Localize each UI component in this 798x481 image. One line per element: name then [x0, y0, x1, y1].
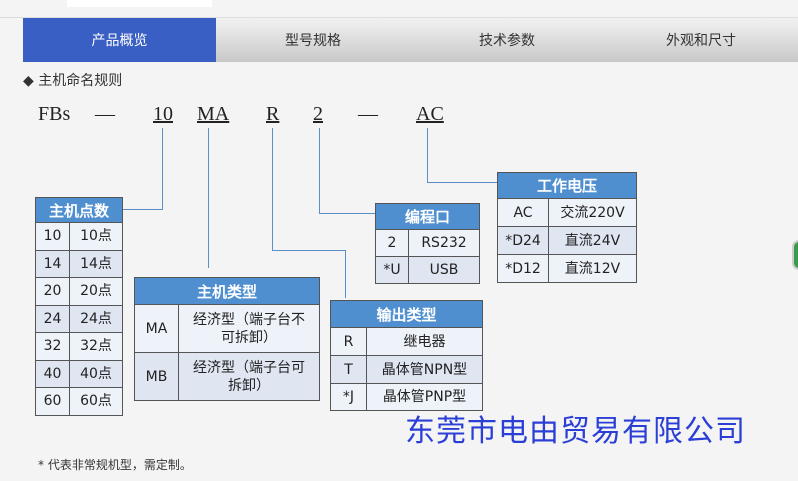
points-title: 主机点数 — [35, 197, 123, 223]
cell: RS232 — [408, 229, 480, 257]
cell: 40 — [35, 359, 70, 388]
cell: 40点 — [69, 359, 123, 388]
top-banner-box — [67, 0, 212, 7]
code-dash: — — [95, 103, 115, 125]
cell: 60 — [35, 387, 70, 416]
cell: R — [330, 327, 367, 356]
section-title-text: 主机命名规则 — [38, 73, 123, 89]
tab-specs[interactable]: 技术参数 — [479, 33, 536, 49]
tab-models[interactable]: 型号规格 — [285, 33, 342, 49]
cell: 60点 — [69, 387, 123, 416]
connector — [319, 128, 320, 214]
cell: 20 — [35, 277, 70, 306]
connector — [427, 128, 428, 183]
cell: MB — [134, 352, 179, 401]
cell: 直流12V — [548, 254, 637, 283]
connector — [427, 182, 497, 183]
cell: 2 — [375, 229, 409, 257]
footnote: * 代表非常规机型，需定制。 — [38, 458, 192, 472]
code-port: 2 — [313, 103, 323, 125]
cell: 14 — [35, 249, 70, 278]
cell: 32 — [35, 332, 70, 361]
connector — [272, 128, 273, 251]
tab-dimensions[interactable]: 外观和尺寸 — [666, 33, 737, 49]
cell: 经济型（端子台可拆卸） — [178, 352, 320, 401]
connector — [272, 250, 346, 251]
cell: MA — [134, 304, 179, 353]
cell: 10点 — [69, 222, 123, 251]
code-dash: — — [358, 103, 378, 125]
code-points: 10 — [153, 103, 173, 125]
cell: 晶体管PNP型 — [366, 383, 483, 411]
side-float-button[interactable] — [792, 240, 798, 270]
tab-bar: 产品概览 型号规格 技术参数 外观和尺寸 — [23, 18, 798, 62]
cell: 24点 — [69, 304, 123, 333]
code-series: FBs — [38, 103, 71, 125]
tab-overview[interactable]: 产品概览 — [23, 18, 217, 62]
code-output: R — [266, 103, 280, 125]
cell: 32点 — [69, 332, 123, 361]
connector — [345, 250, 346, 298]
cell: AC — [497, 198, 549, 227]
cell: 10 — [35, 222, 70, 251]
watermark: 东莞市电由贸易有限公司 — [405, 414, 746, 449]
cell: 晶体管NPN型 — [366, 355, 483, 384]
type-title: 主机类型 — [134, 277, 320, 305]
cell: *U — [375, 256, 409, 284]
cell: 交流220V — [548, 198, 637, 227]
code-voltage: AC — [416, 103, 444, 125]
cell: *D12 — [497, 254, 549, 283]
connector — [123, 209, 163, 210]
cell: 24 — [35, 304, 70, 333]
diamond-icon: ◆ — [23, 73, 39, 89]
cell: 14点 — [69, 249, 123, 278]
connector — [208, 128, 209, 268]
connector — [162, 128, 163, 210]
cell: 继电器 — [366, 327, 483, 356]
voltage-title: 工作电压 — [497, 172, 637, 199]
cell: 直流24V — [548, 226, 637, 255]
section-title: ◆ 主机命名规则 — [23, 70, 122, 90]
output-title: 输出类型 — [330, 300, 483, 328]
cell: *D24 — [497, 226, 549, 255]
divider — [0, 17, 798, 18]
cell: 20点 — [69, 277, 123, 306]
cell: *J — [330, 383, 367, 411]
cell: T — [330, 355, 367, 384]
connector — [319, 213, 375, 214]
cell: USB — [408, 256, 480, 284]
port-title: 编程口 — [375, 203, 480, 230]
cell: 经济型（端子台不可拆卸） — [178, 304, 320, 353]
code-type: MA — [197, 103, 230, 125]
